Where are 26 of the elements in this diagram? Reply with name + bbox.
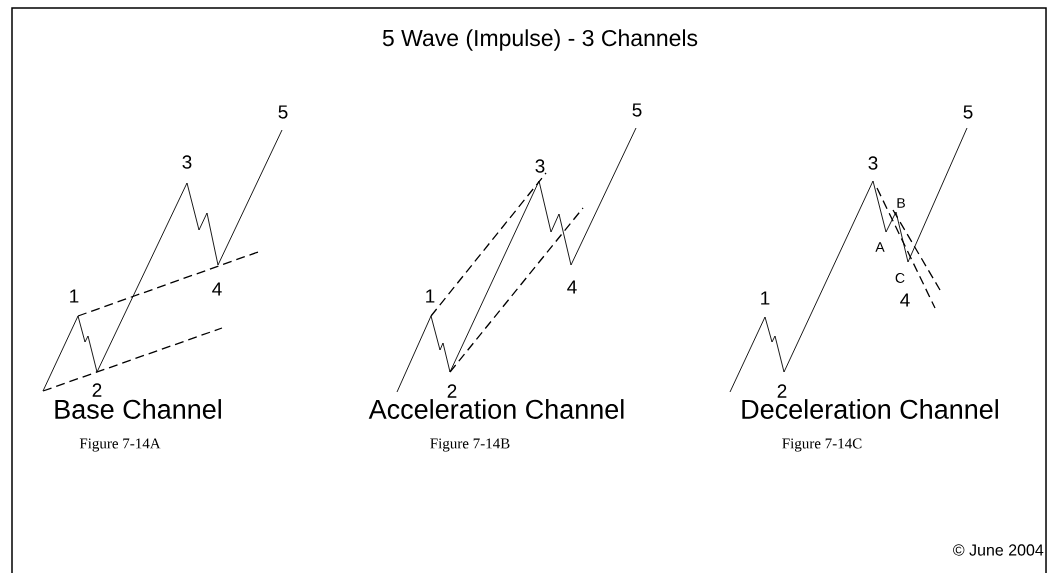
wave-number: 1 — [761, 291, 770, 305]
wave-number: 3 — [868, 156, 878, 170]
wave-number: 3 — [535, 159, 545, 173]
figure-caption: Figure 7-14A — [79, 438, 161, 452]
figure-caption: Figure 7-14B — [430, 438, 510, 452]
wave-number: 5 — [963, 105, 973, 119]
wave-number: 4 — [212, 282, 222, 296]
wave-letter: C — [895, 273, 905, 283]
wave-number: 1 — [426, 289, 435, 303]
panel-title: Base Channel — [55, 399, 221, 419]
wave-number: 2 — [447, 384, 457, 398]
wave-number: 3 — [182, 155, 192, 169]
wave-number: 2 — [92, 383, 102, 397]
panel-title: Deceleration Channel — [742, 399, 998, 419]
panel-title: Acceleration Channel — [368, 399, 624, 419]
wave-letter: A — [875, 242, 885, 252]
wave-letter: B — [897, 198, 905, 208]
wave-number: 4 — [900, 293, 910, 307]
wave-number: 4 — [567, 280, 577, 294]
copyright-note: © June 2004 — [953, 544, 1044, 556]
diagram-title: 5 Wave (Impulse) - 3 Channels — [382, 29, 698, 51]
wave-number: 1 — [70, 289, 79, 303]
wave-number: 5 — [632, 103, 642, 117]
wave-number: 2 — [777, 384, 787, 398]
wave-number: 5 — [278, 105, 288, 119]
figure-caption: Figure 7-14C — [782, 438, 862, 452]
